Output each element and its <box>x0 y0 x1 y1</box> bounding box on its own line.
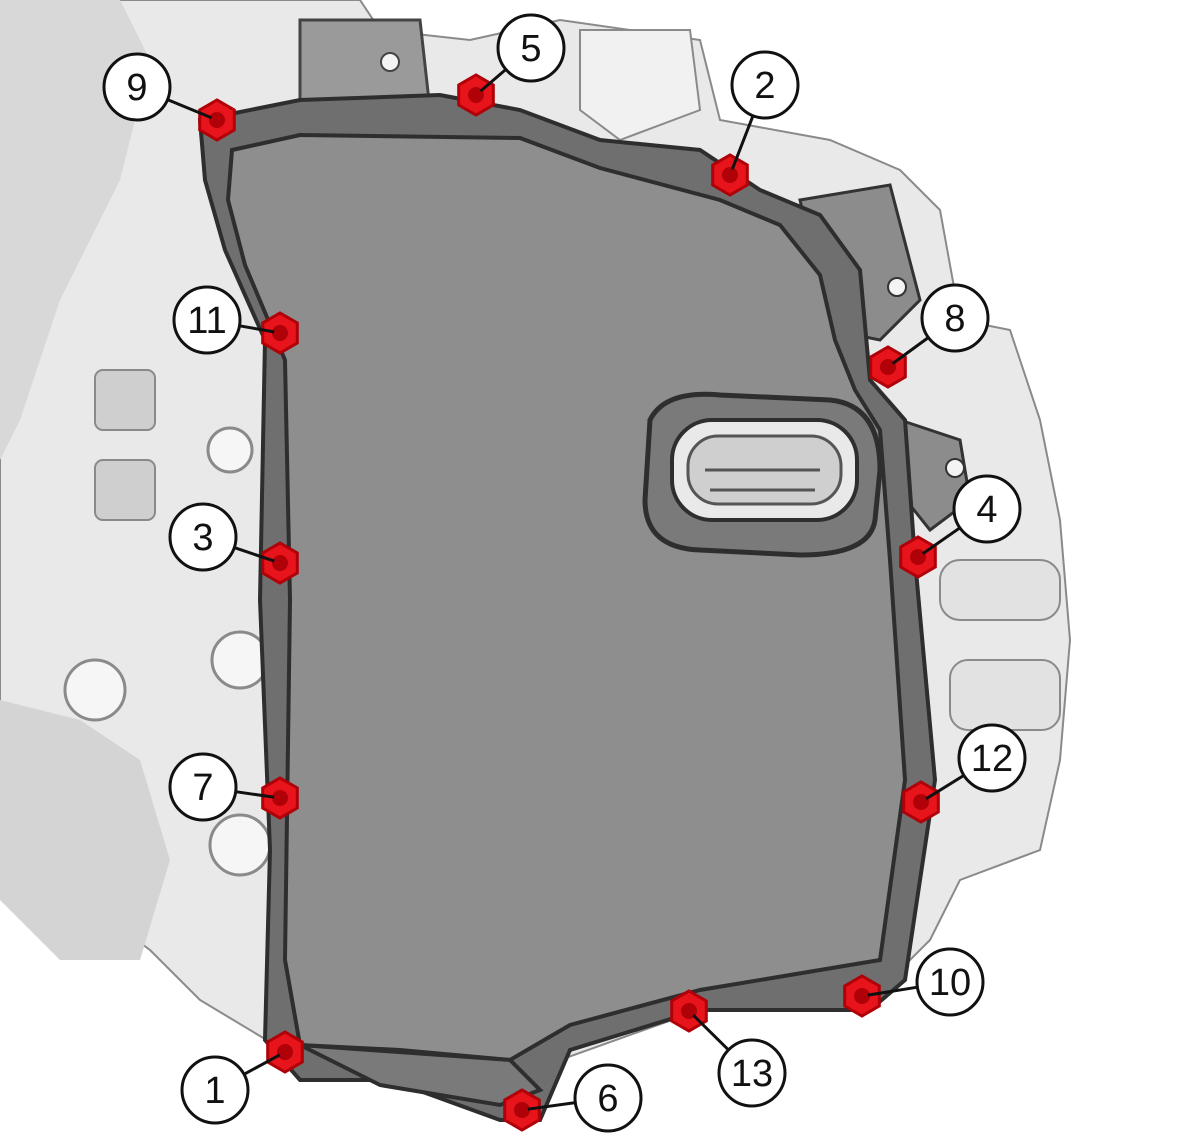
leader-line-1 <box>243 1053 281 1076</box>
callout-number-13: 13 <box>731 1053 773 1095</box>
bolt-center-2 <box>722 167 738 183</box>
housing-port-4 <box>208 813 272 877</box>
bolt-center-6 <box>514 1102 530 1118</box>
leader-line-9 <box>166 98 213 120</box>
callout-number-5: 5 <box>520 28 541 70</box>
callout-number-8: 8 <box>944 298 965 340</box>
bolts-layer <box>198 73 940 1132</box>
callout-circle-13 <box>717 1038 787 1108</box>
oil-pan-face <box>225 132 908 1063</box>
bolt-3 <box>261 541 299 585</box>
callout-9: 9 <box>102 52 172 122</box>
leader-line-6 <box>527 1101 576 1111</box>
callout-number-11: 11 <box>187 300 226 342</box>
callout-circle-12 <box>957 723 1027 793</box>
bolt-center-3 <box>272 555 288 571</box>
housing-port-1 <box>206 426 254 474</box>
bolt-9 <box>198 98 236 142</box>
callout-circle-5 <box>496 13 566 83</box>
bolt-center-11 <box>272 325 288 341</box>
bolt-1 <box>266 1030 304 1074</box>
callout-3: 3 <box>168 502 238 572</box>
bolt-6 <box>503 1088 541 1132</box>
callout-number-3: 3 <box>192 517 213 559</box>
callout-number-4: 4 <box>976 489 997 531</box>
bolt-10 <box>843 974 881 1018</box>
housing-port-2 <box>63 658 127 722</box>
callout-circle-4 <box>952 474 1022 544</box>
callout-5: 5 <box>496 13 566 83</box>
housing-bracket-hole <box>380 52 400 72</box>
callout-7: 7 <box>168 752 238 822</box>
leader-line-10 <box>867 985 918 997</box>
housing-port-3 <box>210 630 270 690</box>
callout-number-2: 2 <box>754 65 775 107</box>
callout-number-10: 10 <box>929 962 971 1004</box>
callout-4: 4 <box>952 474 1022 544</box>
housing-shadow-lower-left <box>0 700 170 960</box>
housing-right-cylinder <box>939 559 1061 621</box>
leader-line-4 <box>922 526 961 555</box>
housing-right-hole-2 <box>945 458 965 478</box>
bolt-center-5 <box>468 87 484 103</box>
callout-number-1: 1 <box>204 1070 225 1112</box>
bolt-center-10 <box>854 988 870 1004</box>
bolt-center-1 <box>277 1044 293 1060</box>
callout-13: 13 <box>717 1038 787 1108</box>
leader-line-3 <box>233 546 275 563</box>
callout-circle-2 <box>730 50 800 120</box>
housing-right-cylinder-2 <box>949 659 1061 731</box>
callout-circle-9 <box>102 52 172 122</box>
leader-line-13 <box>692 1014 730 1051</box>
bolt-2 <box>711 153 749 197</box>
bolt-11 <box>261 311 299 355</box>
leader-line-8 <box>891 336 930 365</box>
leader-line-12 <box>925 774 965 801</box>
bolt-4 <box>899 535 937 579</box>
bolt-center-13 <box>681 1003 697 1019</box>
bolt-center-8 <box>880 359 896 375</box>
callout-12: 12 <box>957 723 1027 793</box>
callout-11: 11 <box>172 285 242 355</box>
callout-2: 2 <box>730 50 800 120</box>
bolt-7 <box>261 776 299 820</box>
electrical-connector-pins <box>705 468 820 492</box>
oil-pan <box>197 92 938 1122</box>
housing-shadow-left <box>0 0 150 460</box>
leader-line-7 <box>235 790 275 799</box>
housing-boss-left-1 <box>94 369 156 431</box>
callout-6: 6 <box>573 1063 643 1133</box>
bolt-8 <box>869 345 907 389</box>
housing-boss-left-2 <box>94 459 156 521</box>
callout-number-12: 12 <box>971 738 1013 780</box>
bolt-center-9 <box>209 112 225 128</box>
callout-10: 10 <box>915 947 985 1017</box>
callout-number-6: 6 <box>597 1078 618 1120</box>
callout-8: 8 <box>920 283 990 353</box>
bolt-center-7 <box>272 790 288 806</box>
callout-circle-6 <box>573 1063 643 1133</box>
leader-line-2 <box>730 115 755 170</box>
bolt-center-12 <box>913 794 929 810</box>
callout-circle-8 <box>920 283 990 353</box>
callout-circle-11 <box>172 285 242 355</box>
callout-1: 1 <box>180 1055 250 1125</box>
leader-line-5 <box>479 68 507 93</box>
callout-circle-3 <box>168 502 238 572</box>
callout-number-9: 9 <box>126 67 147 109</box>
callout-number-7: 7 <box>192 767 213 809</box>
housing-valve-top <box>579 29 702 142</box>
callout-circle-1 <box>180 1055 250 1125</box>
leader-line-11 <box>239 324 275 334</box>
callout-circle-10 <box>915 947 985 1017</box>
callout-circle-7 <box>168 752 238 822</box>
bolt-5 <box>457 73 495 117</box>
bolt-center-4 <box>910 549 926 565</box>
bolt-12 <box>902 780 940 824</box>
housing-right-hole <box>887 277 907 297</box>
